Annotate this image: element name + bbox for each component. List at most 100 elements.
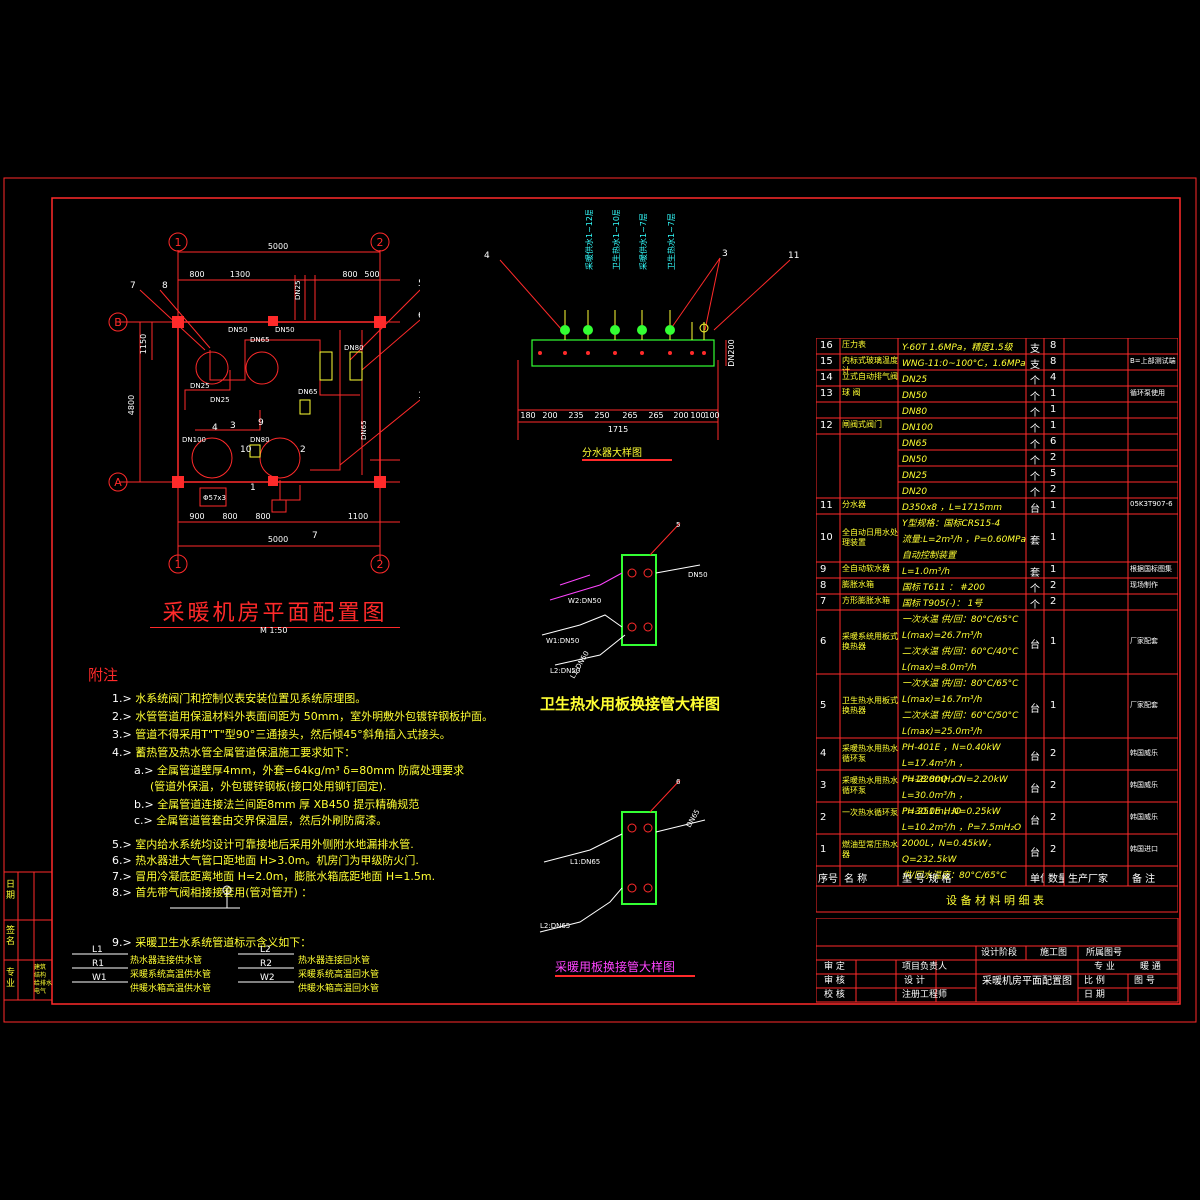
row-qty: 2 bbox=[1050, 812, 1057, 823]
row-spec: PH-401E ，N=0.40kW L=17.4m³/h ，P=18.8mH₂O bbox=[902, 740, 1026, 788]
spec-line: 二次水温 供/回：60°C/40°C bbox=[902, 647, 1019, 657]
note-item: 4.> 蓄热管及热水管全属管道保温施工要求如下： bbox=[112, 744, 355, 760]
spec-line: 一次水温 供/回：80°C/65°C bbox=[902, 615, 1019, 625]
table-header-cell: 型 号 规 格 bbox=[902, 874, 952, 885]
note-num: c.> bbox=[134, 814, 153, 827]
legend-code: L2 bbox=[260, 945, 271, 955]
row-spec: DN25 bbox=[902, 471, 928, 481]
row-qty: 2 bbox=[1050, 844, 1057, 855]
row-qty: 1 bbox=[1050, 404, 1057, 415]
dim-top-total: 5000 bbox=[268, 242, 288, 251]
row-unit: 个 bbox=[1030, 408, 1040, 419]
note-item: 7.> 冒用冷凝底距离地面 H=2.0m，膨胀水箱底距地面 H=1.5m. bbox=[112, 868, 435, 884]
row-unit: 套 bbox=[1030, 536, 1040, 547]
row-unit: 台 bbox=[1030, 704, 1040, 715]
note-num: 6.> bbox=[112, 854, 132, 867]
tb-design: 设 计 bbox=[904, 976, 925, 986]
tb-check: 审 核 bbox=[824, 976, 845, 986]
row-no: 15 bbox=[820, 356, 833, 367]
sidebar-disc-label: 专业 bbox=[6, 968, 16, 989]
table-header-cell: 备 注 bbox=[1132, 874, 1156, 885]
stamp-line: 结构 bbox=[34, 972, 47, 979]
pipe-label: DN25 bbox=[190, 382, 210, 390]
pipe-label: DN50 bbox=[688, 571, 708, 579]
tb-design-stage: 设计阶段 bbox=[981, 948, 1018, 958]
row-spec: DN65 bbox=[902, 439, 928, 449]
axis-1-top: 1 bbox=[175, 236, 182, 249]
sidebar-date-label: 日期 bbox=[6, 880, 16, 901]
spec-line: L(max)=8.0m³/h bbox=[902, 663, 977, 673]
dim-left: 1150 bbox=[139, 334, 148, 354]
spec-line: L=17.4m³/h ，P=18.8mH₂O bbox=[902, 759, 968, 785]
dim-left-total: 4800 bbox=[127, 395, 136, 415]
axis-2-bottom: 2 bbox=[377, 558, 384, 571]
legend-lines bbox=[72, 953, 294, 983]
stamp-line: 电气 bbox=[34, 988, 47, 995]
row-qty: 2 bbox=[1050, 580, 1057, 591]
row-name: 采暖热水用热水循环泵 bbox=[842, 776, 898, 795]
tb-project-lead: 项目负责人 bbox=[902, 962, 948, 972]
row-unit: 套 bbox=[1030, 568, 1040, 579]
item-num: 6 bbox=[676, 778, 681, 786]
row-qty: 1 bbox=[1050, 500, 1057, 511]
dim-bottom-total: 5000 bbox=[268, 535, 288, 544]
note-num: 9.> bbox=[112, 936, 132, 949]
row-no: 9 bbox=[820, 564, 827, 575]
row-unit: 个 bbox=[1030, 376, 1040, 387]
axis-2-top: 2 bbox=[377, 236, 384, 249]
tb-reg-engineer: 注册工程师 bbox=[902, 990, 948, 1000]
row-spec: DN80 bbox=[902, 407, 928, 417]
pipe-label: L1:DN65 bbox=[570, 858, 600, 866]
note-num: 3.> bbox=[112, 728, 132, 741]
table-header-cell: 生产厂家 bbox=[1068, 874, 1108, 885]
row-name: 球 阀 bbox=[842, 388, 861, 397]
device-label: Φ57x3 bbox=[203, 494, 226, 502]
row-no: 8 bbox=[820, 580, 827, 591]
row-qty: 2 bbox=[1050, 748, 1057, 759]
dim-top: 500 bbox=[364, 270, 379, 279]
note-item: b.> 全属管道连接法兰间距8mm 厚 XB450 提示精确规范 bbox=[134, 796, 419, 812]
note-text: 全属管道连接法兰间距8mm 厚 XB450 提示精确规范 bbox=[157, 798, 420, 811]
item-num: 5 bbox=[676, 521, 680, 529]
row-name: 方形膨胀水箱 bbox=[842, 596, 890, 605]
pipe-label: L2:DN50 bbox=[550, 667, 580, 675]
row-no: 13 bbox=[820, 388, 833, 399]
dim-bottom: 900 bbox=[189, 512, 204, 521]
tb-date-label: 日 期 bbox=[1084, 990, 1105, 1000]
note-text: 水管管道用保温材料外表面间距为 50mm，室外明敷外包镀锌钢板护面。 bbox=[135, 710, 494, 723]
spec-line: PH-251E ，N=0.25kW bbox=[902, 807, 1001, 817]
row-unit: 台 bbox=[1030, 752, 1040, 763]
dim-top: 1300 bbox=[230, 270, 250, 279]
notes-list: 1.> 水系统阀门和控制仪表安装位置见系统原理图。 2.> 水管管道用保温材料外… bbox=[0, 0, 500, 1000]
spec-line: PH-401E ，N=0.40kW bbox=[902, 743, 1001, 753]
row-unit: 支 bbox=[1030, 360, 1040, 371]
row-no: 16 bbox=[820, 340, 833, 351]
note-text: 热水器进大气管口距地面 H>3.0m。机房门为甲级防火门. bbox=[135, 854, 419, 867]
row-no: 6 bbox=[820, 636, 827, 647]
notes-header: 附注 bbox=[88, 666, 119, 684]
row-note: 根据国标图集 bbox=[1130, 565, 1172, 573]
manifold-dim: 235 bbox=[568, 411, 583, 420]
spec-line: 2000L，N=0.45kW，Q=232.5kW bbox=[902, 839, 997, 865]
riser-label: 卫生热水1~7层 bbox=[666, 213, 676, 270]
note-item: (管道外保温，外包镀锌钢板(接口处用铆钉固定). bbox=[150, 778, 386, 794]
item-num: 2 bbox=[300, 445, 306, 455]
tb-drawing-no-label: 所属图号 bbox=[1086, 948, 1123, 958]
item-num: 3 bbox=[722, 249, 728, 259]
spec-line: 二次水温 供/回：60°C/50°C bbox=[902, 711, 1019, 721]
stamp-line: 建筑 bbox=[34, 964, 47, 971]
sidebar-stamp: 建筑 结构 给排水 电气 bbox=[34, 964, 52, 1000]
item-num: 5 bbox=[418, 279, 420, 289]
row-note: 韩国威乐 bbox=[1130, 813, 1158, 821]
tb-stage-value: 施工图 bbox=[1040, 948, 1068, 958]
row-note: B=上部测试端 bbox=[1130, 357, 1176, 365]
table-header-cell: 名 称 bbox=[844, 874, 868, 885]
note-num: 5.> bbox=[112, 838, 132, 851]
stamp-line: 给排水 bbox=[34, 980, 53, 987]
legend-desc: 采暖系统高温供水管 bbox=[130, 970, 212, 980]
pipe-label: DN65 bbox=[250, 336, 270, 344]
